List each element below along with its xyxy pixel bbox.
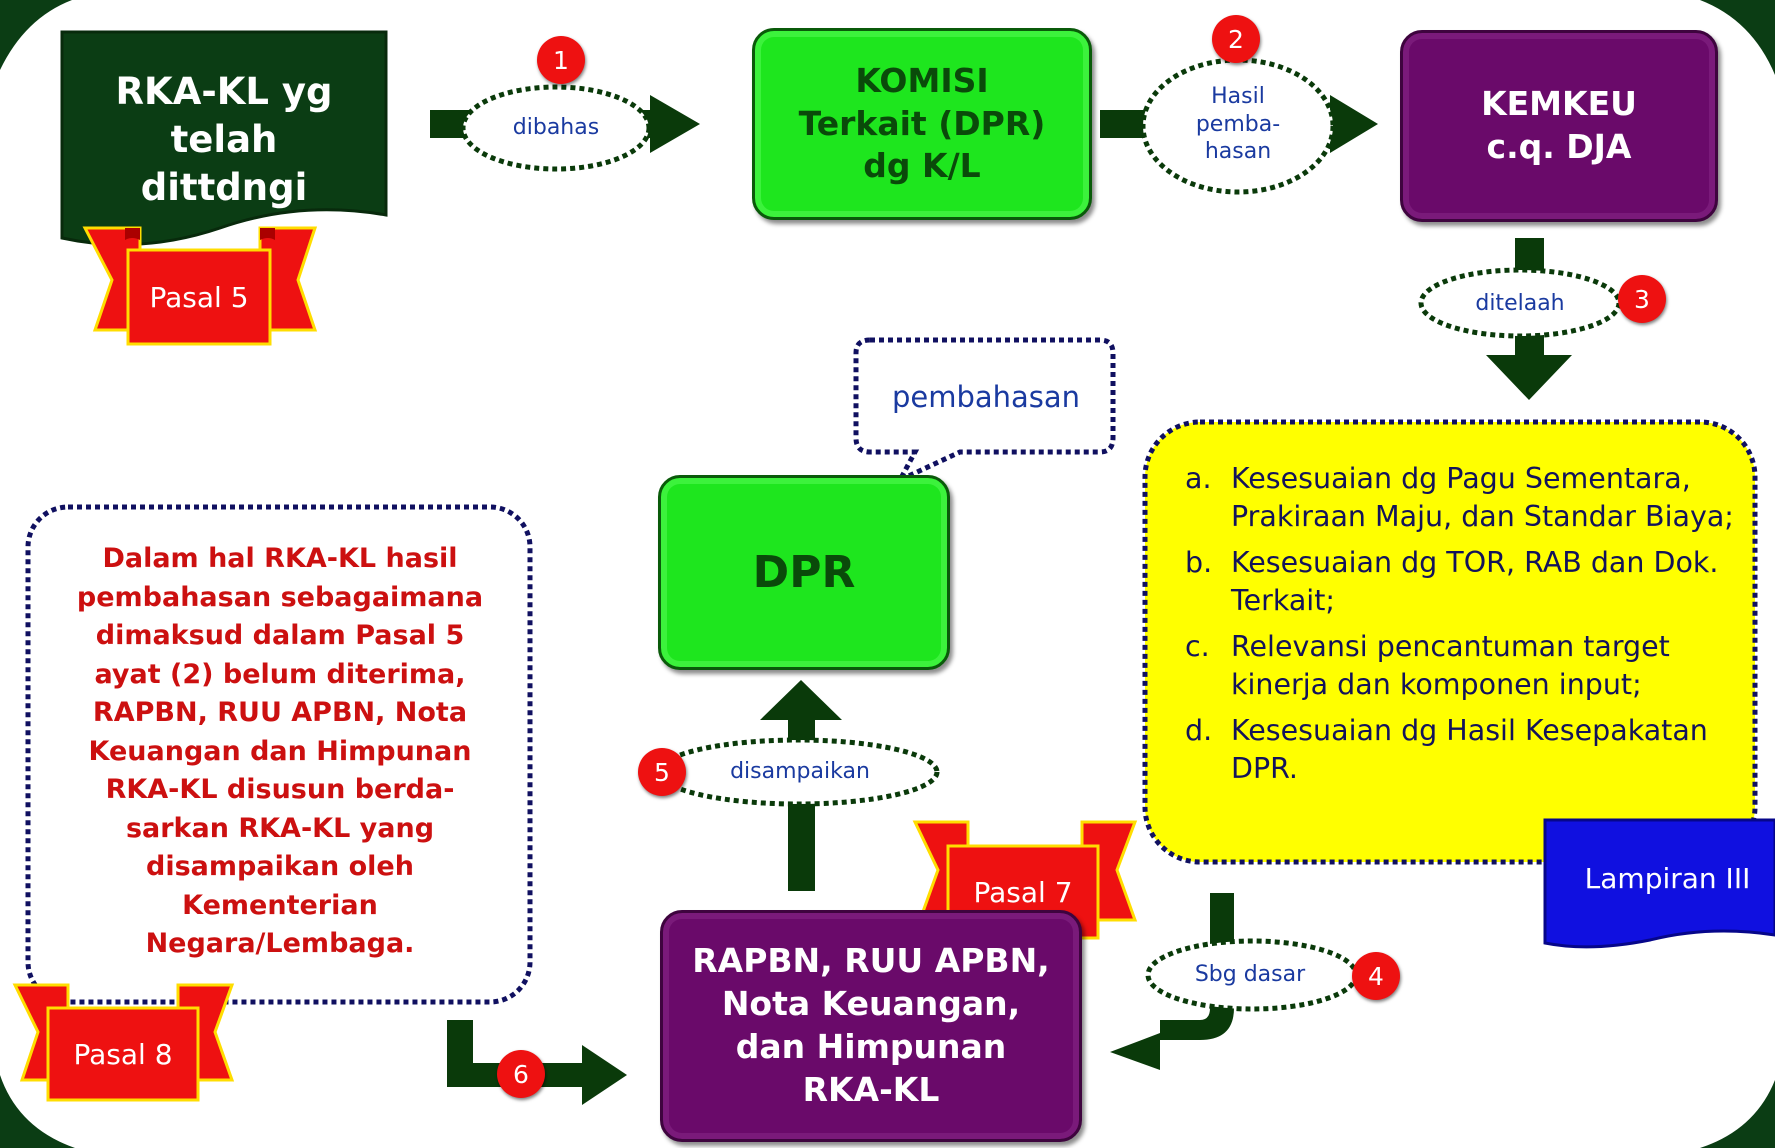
lampiran-label: Lampiran III <box>1584 861 1751 895</box>
edge-label-1: dibahas <box>512 115 600 140</box>
corner-decoration <box>1700 1080 1775 1148</box>
step-badge-1: 1 <box>537 36 585 84</box>
pasal-5-label: Pasal 5 <box>149 280 249 314</box>
edge-label-5: disampaikan <box>730 759 870 784</box>
criteria-marker: a. <box>1185 462 1212 495</box>
step-badge-2: 2 <box>1212 15 1260 63</box>
corner-decoration <box>0 1075 75 1148</box>
corner-decoration <box>0 0 72 70</box>
criteria-text: Kesesuaian dg Pagu Sementara, Prakiraan … <box>1231 462 1734 533</box>
kemkeu-node: KEMKEU c.q. DJA <box>1400 30 1718 222</box>
rka-kl-node: RKA-KL yg telah dittdngi <box>62 70 386 210</box>
criteria-marker: b. <box>1185 546 1213 579</box>
edge-ellipse-1 <box>460 84 652 172</box>
pasal-7-label: Pasal 7 <box>973 875 1073 909</box>
rapbn-label: RAPBN, RUU APBN, Nota Keuangan, dan Himp… <box>692 941 1050 1109</box>
step-badge-4: 4 <box>1352 952 1400 1000</box>
criteria-marker: c. <box>1185 630 1210 663</box>
edge-label-4: Sbg dasar <box>1194 962 1306 987</box>
callout-bubble <box>853 337 1116 486</box>
ribbon-pasal-8 <box>12 983 235 1102</box>
arrow-6 <box>447 1020 627 1105</box>
criteria-item: a. Kesesuaian dg Pagu Sementara, Prakira… <box>1185 460 1745 536</box>
edge-label-2-line-3: hasan <box>1204 139 1272 164</box>
edge-label-2: Hasil pemba- hasan <box>1168 83 1308 166</box>
criteria-item: c. Relevansi pencantuman target kinerja … <box>1185 628 1745 704</box>
pasal-8-label: Pasal 8 <box>73 1037 173 1071</box>
komisi-label: KOMISI Terkait (DPR) dg K/L <box>798 60 1046 186</box>
criteria-text: Kesesuaian dg TOR, RAB dan Dok. Terkait; <box>1231 546 1719 617</box>
rapbn-node: RAPBN, RUU APBN, Nota Keuangan, dan Himp… <box>660 910 1082 1142</box>
note-text: Dalam hal RKA-KL hasil pembahasan sebaga… <box>76 543 484 959</box>
criteria-list: a. Kesesuaian dg Pagu Sementara, Prakira… <box>1185 460 1745 796</box>
edge-label-2-line-2: pemba- <box>1195 111 1281 137</box>
criteria-marker: d. <box>1185 714 1213 747</box>
criteria-text: Kesesuaian dg Hasil Kesepakatan DPR. <box>1231 714 1708 785</box>
criteria-item: b. Kesesuaian dg TOR, RAB dan Dok. Terka… <box>1185 544 1745 620</box>
kemkeu-label: KEMKEU c.q. DJA <box>1481 84 1637 166</box>
arrow-4 <box>1110 893 1234 1070</box>
lampiran-document <box>1543 818 1775 949</box>
step-badge-3: 3 <box>1618 275 1666 323</box>
dpr-label: DPR <box>752 546 856 598</box>
step-badge-5: 5 <box>638 748 686 796</box>
corner-decoration <box>1700 0 1775 75</box>
ribbon-pasal-5 <box>82 226 318 346</box>
rka-kl-label: RKA-KL yg telah dittdngi <box>115 69 333 210</box>
note-box <box>25 504 533 1005</box>
komisi-node: KOMISI Terkait (DPR) dg K/L <box>752 28 1092 220</box>
criteria-text: Relevansi pencantuman target kinerja dan… <box>1231 630 1670 701</box>
edge-label-3: ditelaah <box>1475 291 1565 316</box>
callout-text: pembahasan <box>891 380 1081 414</box>
edge-label-2-line-1: Hasil <box>1211 84 1265 109</box>
dpr-node: DPR <box>658 475 950 670</box>
edge-ellipse-5 <box>656 737 940 807</box>
criteria-box <box>1142 419 1758 865</box>
step-badge-6: 6 <box>497 1050 545 1098</box>
criteria-item: d. Kesesuaian dg Hasil Kesepakatan DPR. <box>1185 712 1745 788</box>
